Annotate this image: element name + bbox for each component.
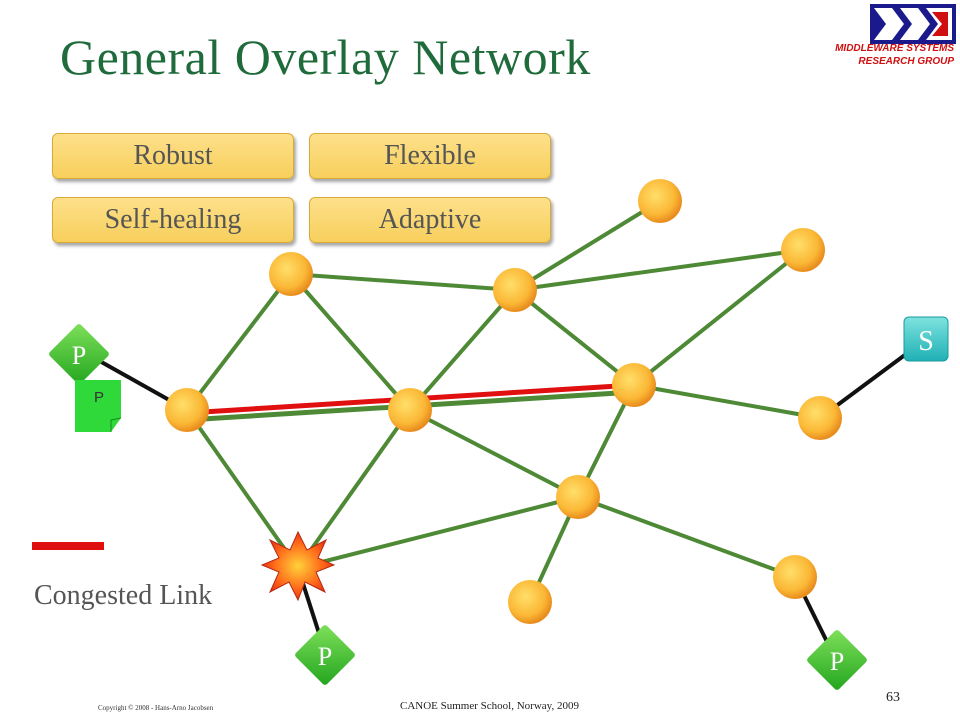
footer-event: CANOE Summer School, Norway, 2009 (400, 700, 579, 712)
publisher-label: P (318, 642, 332, 671)
legend-congested-swatch (32, 542, 104, 550)
org-name: MIDDLEWARE SYSTEMS RESEARCH GROUP (835, 42, 954, 68)
message-label: P (94, 389, 104, 406)
broker-node (773, 555, 817, 599)
overlay-link (514, 248, 804, 292)
overlay-link (289, 272, 412, 412)
overlay-link (185, 272, 293, 412)
overlay-link (632, 248, 805, 387)
property-self-healing: Self-healing (52, 197, 294, 243)
broker-node (165, 388, 209, 432)
property-robust: Robust (52, 133, 294, 179)
footer-copyright: Copyright © 2008 - Hans-Arno Jacobsen (98, 704, 214, 712)
broker-node (508, 580, 552, 624)
subscriber-label: S (918, 326, 934, 357)
legend-congested-label: Congested Link (34, 580, 213, 611)
broker-nodes (165, 179, 842, 624)
overlay-link (296, 408, 412, 570)
property-adaptive: Adaptive (309, 197, 551, 243)
subscriber-node: S (903, 316, 949, 362)
overlay-link (408, 288, 517, 412)
overlay-link (409, 408, 579, 499)
publisher-top-left: P (49, 324, 109, 384)
overlay-link (577, 495, 796, 579)
publication-message-icon: P (75, 380, 122, 432)
property-flexible: Flexible (309, 133, 551, 179)
publisher-bottom-right: P (807, 630, 867, 690)
overlay-link (290, 272, 516, 292)
broker-node (638, 179, 682, 223)
broker-node (556, 475, 600, 519)
org-line-1: MIDDLEWARE SYSTEMS (835, 43, 954, 54)
logo-icon (870, 4, 956, 44)
publisher-label: P (830, 647, 844, 676)
slide-title: General Overlay Network (60, 29, 591, 85)
access-links (79, 338, 927, 661)
broker-node (388, 388, 432, 432)
org-line-2: RESEARCH GROUP (858, 56, 954, 67)
broker-node (612, 363, 656, 407)
overlay-link (185, 408, 300, 570)
publisher-bottom-center: P (295, 625, 355, 685)
failure-burst-icon (260, 530, 336, 602)
broker-node (269, 252, 313, 296)
page-number: 63 (886, 690, 900, 705)
broker-node (493, 268, 537, 312)
overlay-link (513, 199, 662, 292)
overlay-link (513, 288, 636, 387)
broker-node (781, 228, 825, 272)
broker-node (798, 396, 842, 440)
overlay-link (633, 383, 821, 420)
overlay-link (297, 495, 579, 570)
publisher-label: P (72, 341, 86, 370)
overlay-links (185, 199, 821, 603)
